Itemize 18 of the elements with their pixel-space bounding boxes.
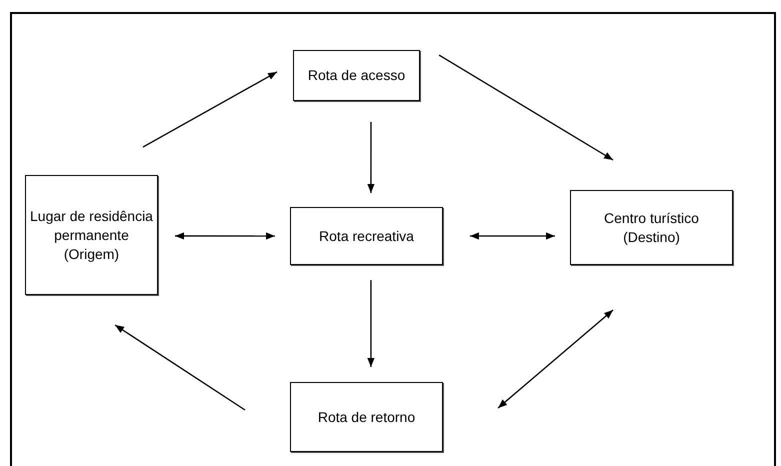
- arrow: [114, 324, 246, 411]
- node-label: Rota de acesso: [308, 66, 406, 85]
- arrow: [367, 280, 375, 368]
- process-box: [25, 175, 158, 295]
- node-label: Rota de retorno: [318, 408, 416, 426]
- arrow: [498, 310, 614, 408]
- arrow: [175, 232, 275, 240]
- node-label: Lugar de residência permanente (Origem): [30, 206, 153, 264]
- arrow: [438, 54, 614, 161]
- process-box: [290, 207, 443, 265]
- node-label: Centro turístico (Destino): [603, 208, 700, 246]
- process-box: [570, 190, 733, 265]
- process-box: [290, 382, 443, 452]
- node-label: Rota recreativa: [319, 226, 414, 246]
- arrow: [142, 71, 278, 148]
- arrow: [367, 122, 375, 194]
- arrow: [470, 232, 555, 240]
- process-box: [293, 50, 420, 101]
